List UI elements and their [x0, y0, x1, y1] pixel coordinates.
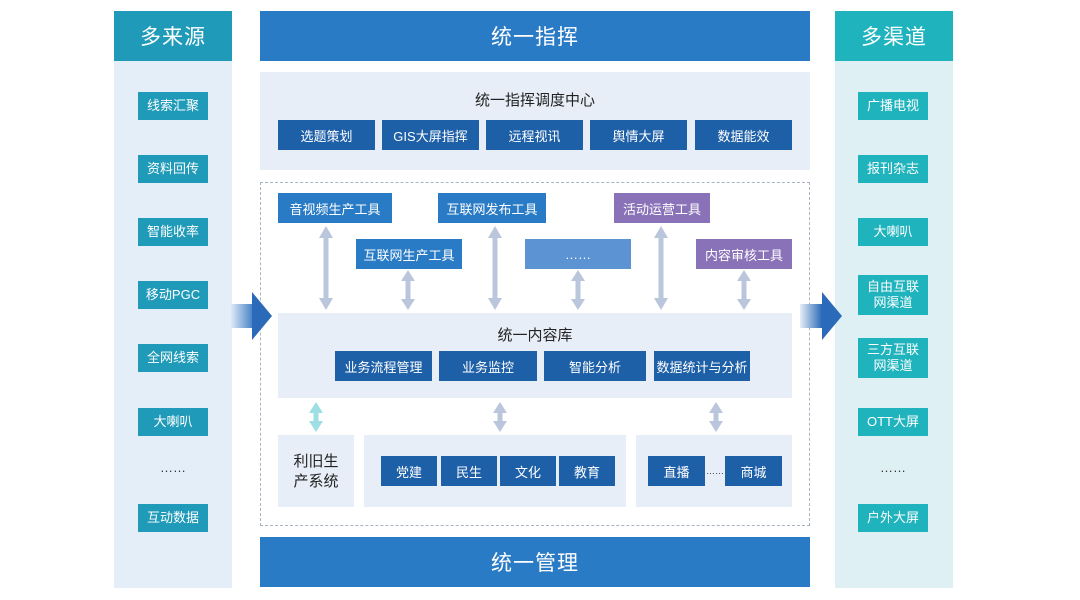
legacy-system-label: 利旧生产系统: [293, 453, 339, 490]
section-button[interactable]: 教育: [559, 456, 615, 486]
tool-connector-arrows: [319, 226, 751, 432]
input-flow-arrow: [230, 292, 272, 340]
content-library-title: 统一内容库: [497, 326, 573, 344]
legacy-system-panel: [278, 435, 354, 507]
section-button[interactable]: 文化: [500, 456, 556, 486]
more-tools-arrow: [571, 270, 585, 310]
command-center-button[interactable]: 舆情大屏: [590, 120, 687, 150]
source-item[interactable]: 大喇叭: [138, 408, 208, 436]
commerce-arrow: [709, 402, 723, 432]
channel-item[interactable]: 大喇叭: [858, 218, 928, 246]
command-center-button[interactable]: 远程视讯: [486, 120, 583, 150]
legacy-system-arrow: [309, 402, 323, 432]
channel-item[interactable]: 自由互联网渠道: [858, 275, 928, 315]
channel-item-ellipsis: ……: [880, 459, 906, 475]
left-column-panel: [114, 60, 232, 588]
left-column-header: 多来源: [114, 11, 232, 61]
unified-command-bar: 统一指挥: [260, 11, 810, 61]
content-library-button[interactable]: 智能分析: [544, 351, 646, 381]
production-area-frame: [260, 182, 810, 526]
content-review-arrow: [737, 270, 751, 310]
live-button[interactable]: 直播: [648, 456, 705, 486]
channel-item[interactable]: 三方互联网渠道: [858, 338, 928, 378]
content-library-button[interactable]: 数据统计与分析: [654, 351, 750, 381]
content-review-tool[interactable]: 内容审核工具: [696, 239, 792, 269]
activity-ops-tool[interactable]: 活动运营工具: [614, 193, 710, 223]
commerce-ellipsis: ……: [706, 466, 724, 476]
channel-item[interactable]: 广播电视: [858, 92, 928, 120]
channel-item[interactable]: 报刊杂志: [858, 155, 928, 183]
av-tool-arrow: [319, 226, 333, 310]
source-item[interactable]: 线索汇聚: [138, 92, 208, 120]
source-item[interactable]: 全网线索: [138, 344, 208, 372]
internet-publish-arrow: [488, 226, 502, 310]
command-center-button[interactable]: 数据能效: [695, 120, 792, 150]
unified-management-bar: 统一管理: [260, 537, 810, 587]
more-tools-placeholder[interactable]: ……: [525, 239, 631, 269]
right-column-panel: [835, 60, 953, 588]
command-center-title: 统一指挥调度中心: [474, 91, 595, 109]
internet-publish-tool[interactable]: 互联网发布工具: [438, 193, 546, 223]
command-center-button[interactable]: GIS大屏指挥: [382, 120, 479, 150]
source-item[interactable]: 互动数据: [138, 504, 208, 532]
section-button[interactable]: 党建: [381, 456, 437, 486]
mall-button[interactable]: 商城: [725, 456, 782, 486]
command-center-button[interactable]: 选题策划: [278, 120, 375, 150]
source-item[interactable]: 移动PGC: [138, 281, 208, 309]
channel-item[interactable]: 户外大屏: [858, 504, 928, 532]
sections-arrow: [493, 402, 507, 432]
source-item[interactable]: 资料回传: [138, 155, 208, 183]
activity-ops-arrow: [654, 226, 668, 310]
source-item[interactable]: 智能收率: [138, 218, 208, 246]
internet-production-arrow: [401, 270, 415, 310]
output-flow-arrow: [800, 292, 842, 340]
content-library-button[interactable]: 业务监控: [439, 351, 537, 381]
channel-item[interactable]: OTT大屏: [858, 408, 928, 436]
internet-production-tool[interactable]: 互联网生产工具: [356, 239, 462, 269]
section-button[interactable]: 民生: [441, 456, 497, 486]
source-item-ellipsis: ……: [160, 459, 186, 475]
right-column-header: 多渠道: [835, 11, 953, 61]
content-library-button[interactable]: 业务流程管理: [335, 351, 432, 381]
av-production-tool[interactable]: 音视频生产工具: [278, 193, 392, 223]
